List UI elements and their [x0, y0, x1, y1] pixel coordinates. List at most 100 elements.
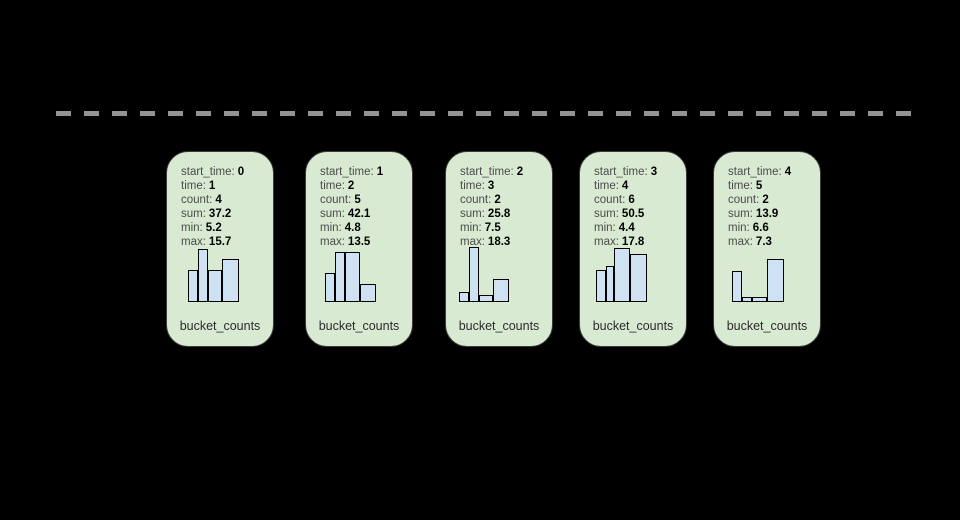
field-row: time:2	[320, 179, 408, 193]
field-value: 4.8	[344, 222, 361, 234]
field-label: start_time:	[594, 166, 648, 178]
field-value: 2	[762, 194, 769, 206]
field-label: time:	[460, 180, 485, 192]
field-row: sum:13.9	[728, 207, 816, 221]
field-row: count:5	[320, 193, 408, 207]
field-value: 13.9	[755, 208, 779, 220]
field-row: max:15.7	[181, 235, 269, 249]
field-label: sum:	[320, 208, 345, 220]
field-value: 13.5	[347, 236, 371, 248]
field-label: max:	[320, 236, 345, 248]
histogram-bar	[596, 270, 606, 302]
field-value: 3	[487, 180, 495, 192]
field-row: min:7.5	[460, 221, 548, 235]
field-row: start_time:3	[594, 165, 682, 179]
bucket-counts-label: bucket_counts	[458, 319, 540, 333]
field-row: start_time:2	[460, 165, 548, 179]
field-label: sum:	[728, 208, 753, 220]
field-value: 6.6	[752, 222, 769, 234]
bucket-counts-label: bucket_counts	[179, 319, 261, 333]
field-row: start_time:0	[181, 165, 269, 179]
field-label: min:	[181, 222, 203, 234]
field-label: count:	[181, 194, 213, 206]
bucket-counts-histogram	[306, 244, 412, 302]
field-row: count:6	[594, 193, 682, 207]
bucket-counts-histogram	[714, 244, 820, 302]
field-label: max:	[728, 236, 753, 248]
histogram-bar	[732, 271, 742, 302]
field-row: max:7.3	[728, 235, 816, 249]
field-row: count:2	[460, 193, 548, 207]
field-value: 4	[621, 180, 629, 192]
timeline-dashed-line	[56, 111, 912, 116]
field-value: 15.7	[208, 236, 232, 248]
field-value: 17.8	[621, 236, 645, 248]
field-label: sum:	[594, 208, 619, 220]
field-row: max:13.5	[320, 235, 408, 249]
field-value: 3	[650, 166, 658, 178]
histogram-bar	[222, 259, 239, 302]
field-value: 1	[208, 180, 216, 192]
field-value: 5	[755, 180, 763, 192]
field-value: 50.5	[621, 208, 645, 220]
field-row: sum:42.1	[320, 207, 408, 221]
field-label: sum:	[460, 208, 485, 220]
field-row: sum:50.5	[594, 207, 682, 221]
field-row: time:4	[594, 179, 682, 193]
histogram-bar	[198, 249, 208, 302]
field-label: start_time:	[320, 166, 374, 178]
field-label: start_time:	[181, 166, 235, 178]
bucket-counts-histogram	[580, 244, 686, 302]
histogram-bar	[360, 284, 376, 302]
field-label: count:	[594, 194, 626, 206]
field-label: time:	[594, 180, 619, 192]
field-value: 4	[784, 166, 792, 178]
field-label: min:	[320, 222, 342, 234]
bucket-counts-label: bucket_counts	[726, 319, 808, 333]
field-label: time:	[320, 180, 345, 192]
field-value: 5.2	[205, 222, 222, 234]
field-label: max:	[181, 236, 206, 248]
field-row: min:6.6	[728, 221, 816, 235]
field-value: 6	[628, 194, 635, 206]
field-row: count:2	[728, 193, 816, 207]
histogram-bar	[345, 252, 360, 302]
field-row: min:4.4	[594, 221, 682, 235]
field-value: 7.5	[484, 222, 501, 234]
field-row: time:1	[181, 179, 269, 193]
field-value: 7.3	[755, 236, 772, 248]
histogram-bar	[335, 252, 345, 302]
field-value: 2	[347, 180, 355, 192]
field-label: min:	[594, 222, 616, 234]
field-label: min:	[728, 222, 750, 234]
field-label: count:	[320, 194, 352, 206]
field-value: 0	[237, 166, 245, 178]
field-row: sum:37.2	[181, 207, 269, 221]
histogram-bar	[767, 259, 784, 302]
field-label: start_time:	[460, 166, 514, 178]
histogram-bar	[630, 254, 647, 302]
field-label: count:	[728, 194, 760, 206]
histogram-bar	[752, 297, 767, 302]
field-value: 2	[494, 194, 501, 206]
field-row: min:4.8	[320, 221, 408, 235]
field-value: 37.2	[208, 208, 232, 220]
bucket-counts-label: bucket_counts	[592, 319, 674, 333]
histogram-bar	[479, 295, 493, 302]
field-row: max:18.3	[460, 235, 548, 249]
histogram-bar	[614, 248, 630, 302]
field-label: start_time:	[728, 166, 782, 178]
field-value: 2	[516, 166, 524, 178]
bucket-counts-histogram	[167, 244, 273, 302]
field-label: time:	[181, 180, 206, 192]
bucket-counts-label: bucket_counts	[318, 319, 400, 333]
field-row: sum:25.8	[460, 207, 548, 221]
field-value: 1	[376, 166, 384, 178]
